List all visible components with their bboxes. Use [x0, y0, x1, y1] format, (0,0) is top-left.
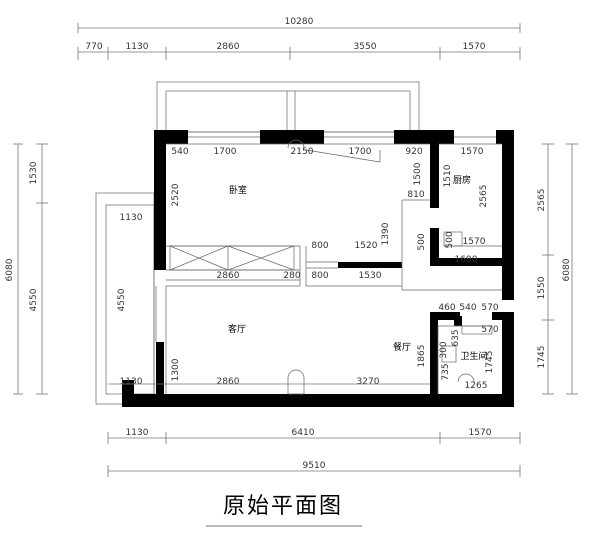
dim-liv-3270: 3270: [357, 377, 380, 387]
dim-bath-570a: 570: [481, 303, 498, 313]
dim-bath-570b: 570: [481, 325, 498, 335]
dim-left-1530: 1530: [29, 161, 39, 184]
dim-2520: 2520: [171, 183, 181, 206]
right-dimensions: 2565 1550 1745 6080: [537, 143, 578, 395]
interior-lines: [155, 136, 502, 394]
left-dimensions: 6080 1530 4550: [5, 143, 48, 395]
dim-920: 920: [405, 147, 422, 157]
dim-kit-1510: 1510: [443, 164, 453, 187]
dim-liv-4550: 4550: [117, 288, 127, 311]
dim-liv-1865: 1865: [417, 345, 427, 368]
top-balcony: [156, 81, 420, 133]
dim-kit-2565: 2565: [479, 185, 489, 208]
dim-1390: 1390: [381, 222, 391, 245]
dim-bath-1745: 1745: [485, 351, 495, 374]
dim-left-4550: 4550: [29, 288, 39, 311]
bottom-dimensions: 1130 6410 1570 9510: [107, 428, 521, 477]
room-kitchen: 厨房: [453, 174, 471, 186]
dim-bath-735: 735: [441, 363, 451, 380]
dim-top-770: 770: [85, 42, 102, 52]
dim-kit-500a: 500: [417, 233, 427, 250]
dim-1700a: 1700: [214, 147, 237, 157]
dim-2860a: 2860: [217, 271, 240, 281]
dim-liv-2860: 2860: [217, 377, 240, 387]
dim-810: 810: [407, 190, 424, 200]
dim-right-1745: 1745: [537, 346, 547, 369]
dim-liv-1130: 1130: [120, 377, 143, 387]
dim-liv-1300: 1300: [171, 358, 181, 381]
room-labels: 卧室 厨房 客厅 餐厅 卫生间: [228, 174, 488, 362]
dim-1500: 1500: [413, 162, 423, 185]
dim-top-2860: 2860: [217, 42, 240, 52]
dim-right-overall: 6080: [562, 258, 572, 281]
dim-bottom-1130: 1130: [126, 428, 149, 438]
dim-280: 280: [283, 271, 300, 281]
dim-top-1570: 1570: [463, 42, 486, 52]
dim-right-2565: 2565: [537, 189, 547, 212]
dim-right-1550: 1550: [537, 276, 547, 299]
dim-top-3550: 3550: [354, 42, 377, 52]
interior-dimensions: 540 1700 2150 1700 920 2520 1500 810 139…: [108, 147, 499, 391]
dim-1520: 1520: [355, 241, 378, 251]
dim-1700b: 1700: [349, 147, 372, 157]
dim-bottom-6410: 6410: [292, 428, 315, 438]
dim-kit-1570a: 1570: [461, 147, 484, 157]
dim-top-1130: 1130: [126, 42, 149, 52]
dim-bath-1265: 1265: [465, 381, 488, 391]
drawing-title: 原始平面图: [206, 494, 362, 527]
dim-1530: 1530: [359, 271, 382, 281]
dim-top-overall: 10280: [285, 17, 314, 27]
dim-bath-460: 460: [438, 303, 455, 313]
dim-bath-300: 300: [439, 341, 449, 358]
room-living: 客厅: [228, 323, 246, 335]
dim-kit-500b: 500: [445, 231, 455, 248]
dim-bottom-1570: 1570: [469, 428, 492, 438]
doors: [287, 139, 475, 395]
dim-bath-540: 540: [459, 303, 476, 313]
dim-1130a: 1130: [120, 213, 143, 223]
dim-kit-1690: 1690: [455, 255, 478, 265]
room-bedroom: 卧室: [229, 184, 247, 196]
top-dimensions: 10280 770 1130 2860 3550 1570: [77, 17, 521, 60]
room-bathroom: 卫生间: [460, 350, 487, 362]
dim-800b: 800: [311, 271, 328, 281]
room-dining: 餐厅: [393, 341, 411, 353]
page-title: 原始平面图: [223, 494, 343, 519]
dim-kit-1570b: 1570: [463, 237, 486, 247]
dim-left-overall: 6080: [5, 258, 15, 281]
dim-2150: 2150: [291, 147, 314, 157]
dim-bath-635: 635: [451, 329, 461, 346]
dim-540: 540: [171, 147, 188, 157]
dim-800a: 800: [311, 241, 328, 251]
exterior-walls: [122, 130, 514, 407]
dim-bottom-overall: 9510: [303, 461, 326, 471]
interior-walls: [338, 144, 506, 394]
